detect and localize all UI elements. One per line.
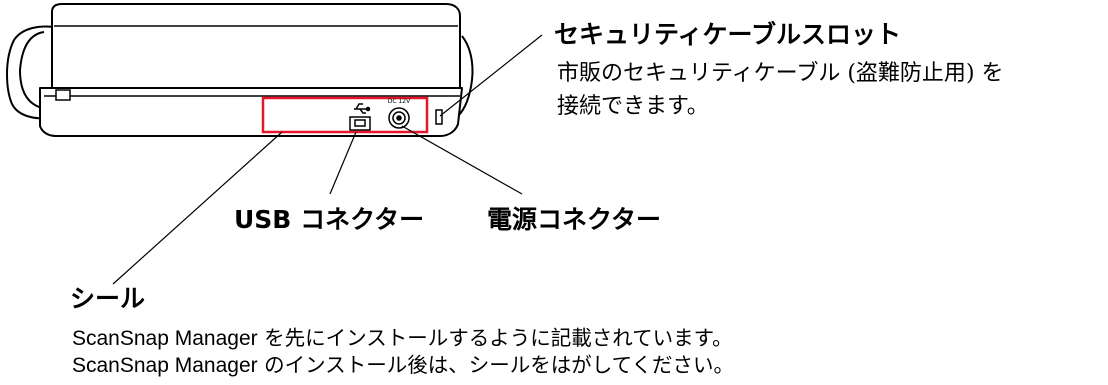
usb-icon bbox=[354, 103, 371, 114]
power-port bbox=[388, 107, 410, 129]
seal-desc-line2: ScanSnap Manager のインストール後は、シールをはがしてください。 bbox=[72, 352, 734, 379]
left-foot-slot bbox=[55, 89, 71, 101]
usb-connector-label: USB コネクター bbox=[234, 205, 425, 234]
seal-desc-line2-app: ScanSnap Manager bbox=[72, 354, 258, 377]
security-slot-desc-line2: 接続できます。 bbox=[557, 94, 709, 119]
power-connector-label: 電源コネクター bbox=[487, 205, 662, 234]
port-highlight-box bbox=[261, 96, 429, 134]
security-slot-desc-line1: 市販のセキュリティケーブル (盗難防止用) を bbox=[557, 61, 1004, 86]
seal-desc-line2-text: のインストール後は、シールをはがしてください。 bbox=[257, 353, 735, 377]
seal-desc-line1-text: を先にインストールするように記載されています。 bbox=[257, 326, 733, 350]
seal-desc-line1-app: ScanSnap Manager bbox=[72, 327, 258, 350]
leader-line-usb bbox=[329, 131, 357, 195]
seal-title: シール bbox=[70, 284, 146, 313]
leader-line-security-slot bbox=[439, 34, 543, 117]
security-slot-title: セキュリティケーブルスロット bbox=[554, 20, 902, 49]
security-slot bbox=[435, 109, 443, 125]
dc-port-label: DC 12V bbox=[388, 98, 411, 105]
seal-desc-line1: ScanSnap Manager を先にインストールするように記載されています。 bbox=[72, 325, 733, 352]
leader-line-power bbox=[401, 125, 523, 195]
leader-line-seal bbox=[112, 131, 283, 285]
usb-port bbox=[349, 116, 371, 131]
